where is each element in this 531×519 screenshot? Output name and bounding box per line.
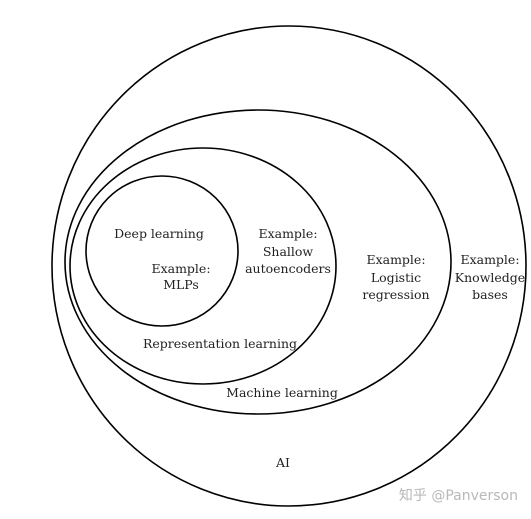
example-mlps-label-line2: MLPs [163, 277, 199, 292]
ai-circle [51, 25, 527, 507]
example-shallow-label-line3: autoencoders [245, 261, 331, 276]
machine-learning-label: Machine learning [226, 385, 338, 400]
example-logistic-label-line2: Logistic [371, 270, 421, 285]
example-logistic-label-line3: regression [362, 287, 429, 302]
example-mlps-label-line1: Example: [151, 261, 210, 276]
deep-learning-circle [85, 175, 239, 327]
example-kb-label-line2: Knowledge [455, 270, 525, 285]
example-shallow-label-line1: Example: [258, 226, 317, 241]
example-kb-label-line3: bases [472, 287, 508, 302]
machine-learning-circle [64, 109, 452, 415]
deep-learning-label: Deep learning [114, 226, 204, 241]
ai-label: AI [275, 455, 290, 470]
example-kb-label-line1: Example: [460, 252, 519, 267]
representation-learning-circle [69, 147, 337, 385]
watermark-text: 知乎 @Panverson [399, 487, 518, 504]
example-logistic-label-line1: Example: [366, 252, 425, 267]
example-shallow-label-line2: Shallow [263, 244, 314, 259]
representation-learning-label: Representation learning [143, 336, 297, 351]
